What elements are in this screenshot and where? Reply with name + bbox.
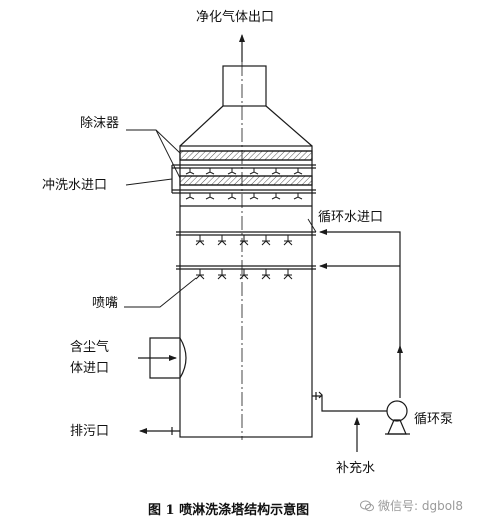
nozzle-leader [124,277,197,308]
label-gas-inlet-2: 体进口 [70,361,110,376]
pump-base [387,419,407,435]
label-wash-inlet: 冲洗水进口 [42,178,108,193]
tower-shell [179,145,313,438]
spray-nozzles-lower [195,269,293,280]
label-demister: 除沫器 [80,116,120,131]
label-drain: 排污口 [70,424,110,439]
demister-pack-lower [179,175,313,186]
demister-pack-upper [179,150,313,161]
outlet-duct [222,65,267,107]
label-outlet: 净化气体出口 [196,10,275,25]
label-pump: 循环泵 [414,412,454,427]
wechat-icon [360,500,374,511]
demister-leader [126,129,181,154]
circ-pipe-upper [319,229,401,386]
hood-left [179,105,224,147]
suction-pipe [312,395,387,412]
figure-caption: 图 1 喷淋洗涤塔结构示意图 [148,503,310,518]
wash-nozzles [185,168,303,200]
watermark-text: 微信号: dgbol8 [378,499,464,513]
pump-casing [386,400,408,422]
hood-right [265,105,313,147]
label-circ-inlet: 循环水进口 [318,210,384,225]
circ-leader [307,218,317,233]
wash-leader [125,178,173,186]
spray-nozzles-upper [195,235,293,246]
label-nozzle: 喷嘴 [92,296,119,311]
label-gas-inlet-1: 含尘气 [70,340,110,355]
label-makeup: 补充水 [336,461,376,476]
watermark: 微信号: dgbol8 [360,497,463,514]
